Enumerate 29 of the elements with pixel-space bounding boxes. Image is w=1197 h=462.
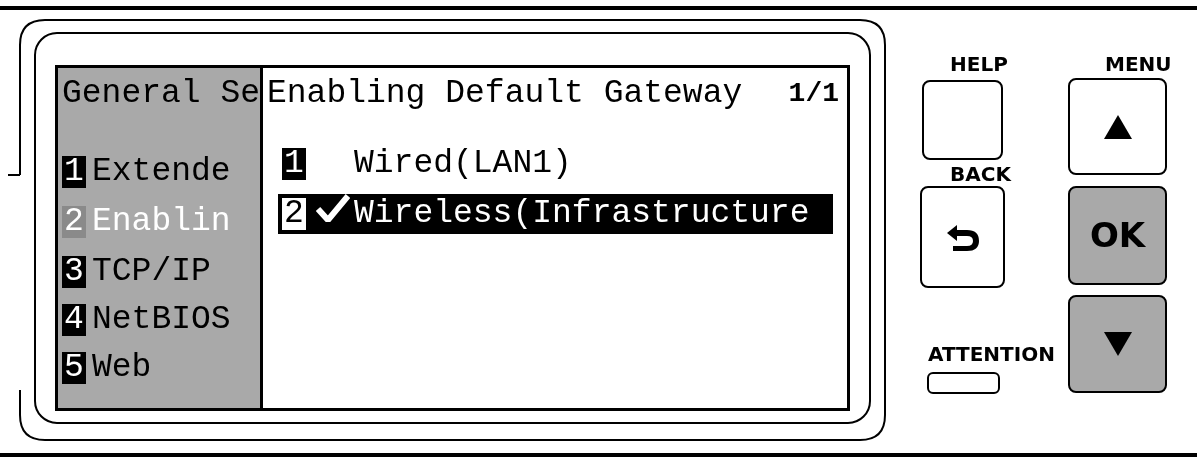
item-label: Wireless(Infrastructure — [354, 195, 810, 232]
button-label: BACK — [950, 162, 1011, 186]
item-label: Extende — [92, 153, 231, 190]
button-label: ATTENTION — [928, 342, 1055, 366]
item-label: Wired(LAN1) — [354, 145, 572, 182]
item-number: 1 — [282, 148, 306, 180]
item-number: 3 — [62, 256, 86, 288]
button-label: HELP — [950, 52, 1008, 76]
up-button — [1068, 78, 1167, 175]
item-number: 2 — [62, 206, 86, 238]
down-button — [1068, 295, 1167, 393]
item-number: 5 — [62, 352, 86, 384]
menu-title: Enabling Default Gateway — [267, 74, 743, 114]
menu-title: General Se — [62, 74, 261, 114]
selected-menu-item — [278, 194, 833, 234]
item-label: Web — [92, 349, 152, 386]
item-label: Enablin — [92, 203, 231, 240]
ok-button: OK — [1068, 186, 1167, 285]
attention-lamp — [927, 372, 1000, 394]
back-button — [920, 186, 1005, 288]
item-number: 4 — [62, 304, 86, 336]
page-indicator: 1/1 — [788, 77, 839, 111]
item-number: 2 — [282, 198, 306, 230]
item-label: TCP/IP — [92, 253, 211, 290]
button-label: MENU — [1105, 52, 1172, 76]
item-label: NetBIOS — [92, 301, 231, 338]
item-number: 1 — [62, 156, 86, 188]
menu-panel — [58, 68, 263, 408]
help-button — [922, 80, 1003, 160]
